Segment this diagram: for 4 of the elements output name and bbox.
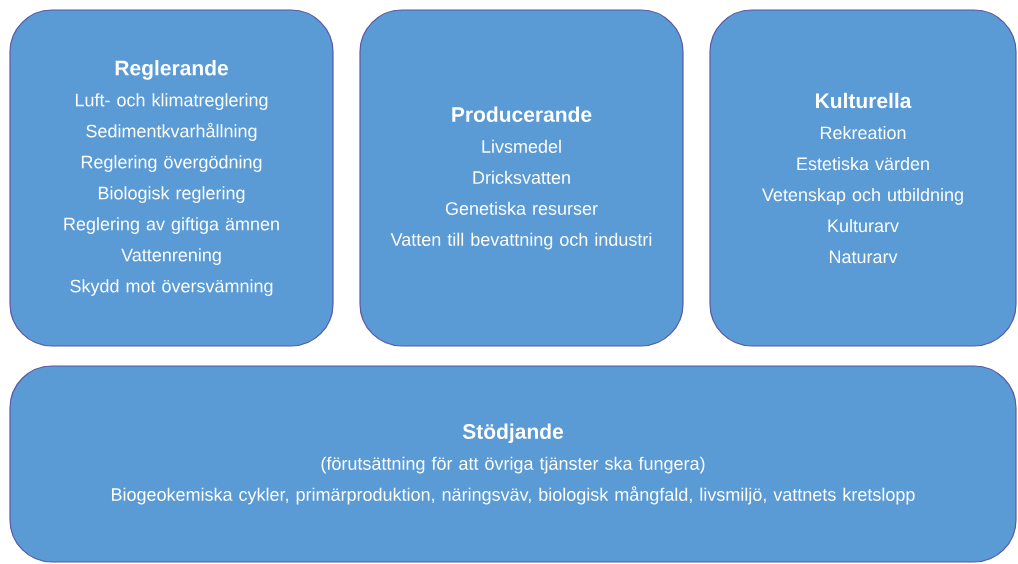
service-box: Kulturella Rekreation Estetiska värden Vetenskap och utbildning Kulturarv Naturarv bbox=[709, 9, 1017, 347]
service-box: Stödjande (förutsättning för att övriga tjänster ska fungera) Biogeokemiska cykler, primärproduktion, näringsväv, biologisk mångfald, livsmiljö, vattnets kretslopp bbox=[9, 365, 1017, 563]
service-box: Producerande Livsmedel Dricksvatten Genetiska resurser Vatten till bevattning och industri bbox=[359, 9, 684, 347]
service-box: Reglerande Luft- och klimatreglering Sedimentkvarhållning Reglering övergödning Biologisk reglering Reglering av giftiga ämnen Vattenrening Skydd mot översvämning bbox=[9, 9, 334, 347]
